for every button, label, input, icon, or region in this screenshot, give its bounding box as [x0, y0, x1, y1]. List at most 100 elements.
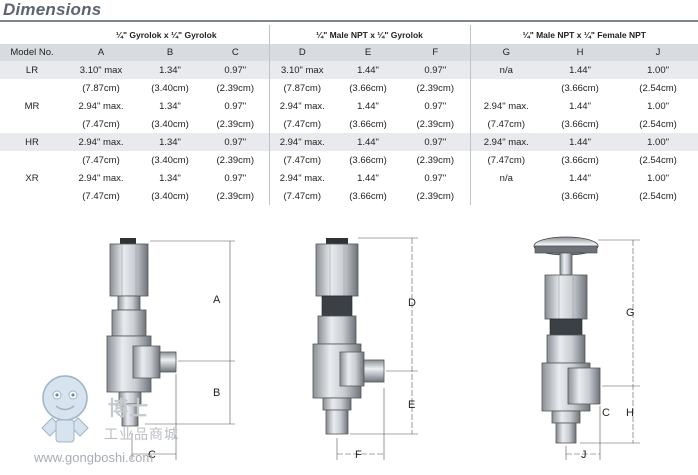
table-cell: 1.00" [647, 172, 669, 184]
table-cell: 3.10" max [64, 61, 138, 79]
model-cell: MR [24, 100, 40, 112]
table-cell: 2.94" max. [64, 133, 138, 151]
table-cell: (2.39cm) [216, 190, 254, 202]
column-header: F [401, 44, 471, 61]
group-header-male-npt-female-npt: ¼" Male NPT x ¼" Female NPT [469, 25, 698, 44]
table-cell: (3.66cm) [561, 154, 599, 166]
model-cell [0, 79, 64, 97]
model-cell: HR [0, 133, 64, 151]
column-header: D [268, 44, 335, 61]
section-title: Dimensions [3, 0, 102, 19]
column-header: C [202, 44, 269, 61]
table-cell: 2.94" max. [268, 169, 335, 187]
table-cell: (7.47cm) [268, 151, 335, 169]
table-cell: n/a [469, 61, 543, 79]
table-cell: 1.00" [647, 100, 669, 112]
table-cell: (2.39cm) [416, 154, 454, 166]
table-cell: (3.66cm) [349, 82, 387, 94]
dim-label-j: J [581, 449, 587, 461]
group-header-blank [0, 25, 64, 44]
model-cell [0, 115, 64, 133]
group-header-gyrolok-gyrolok: ¼" Gyrolok x ¼" Gyrolok [115, 29, 217, 40]
table-cell: 0.97" [202, 61, 269, 79]
table-cell: (2.54cm) [639, 190, 677, 202]
table-cell: (2.54cm) [639, 82, 677, 94]
table-cell: 1.34" [138, 133, 202, 151]
table-cell: 1.44" [335, 133, 401, 151]
table-cell: (3.66cm) [349, 154, 387, 166]
table-row: MR 2.94" max. 1.34" 0.97" 2.94" max. 1.44" 0.9… [0, 97, 698, 115]
column-header: G [469, 44, 543, 61]
table-cell: 1.34" [159, 100, 181, 112]
dim-label-h: H [626, 407, 634, 419]
dim-label-b: B [213, 387, 220, 399]
table-cell: 1.44" [542, 133, 619, 151]
model-cell: XR [25, 172, 39, 184]
watermark-text-cn: 工业品商城 [104, 426, 179, 442]
table-cell: 2.94" max. [268, 97, 335, 115]
table-cell: 1.44" [357, 100, 379, 112]
table-cell: (7.47cm) [82, 118, 120, 130]
table-cell: (3.40cm) [151, 82, 189, 94]
table-cell: (2.39cm) [416, 82, 454, 94]
table-cell: 1.44" [357, 172, 379, 184]
model-cell [0, 187, 64, 205]
table-cell: (3.66cm) [349, 118, 387, 130]
model-cell [0, 151, 64, 169]
table-cell: 0.97" [401, 61, 471, 79]
dim-label-e: E [408, 399, 415, 411]
table-cell: (2.54cm) [639, 154, 677, 166]
column-header: J [618, 44, 698, 61]
table-cell: (7.47cm) [469, 151, 543, 169]
table-cell: 1.44" [569, 100, 591, 112]
table-cell: 1.00" [618, 61, 698, 79]
column-header: Model No. [0, 44, 64, 61]
table-cell: 2.94" max. [268, 133, 335, 151]
table-cell: (3.40cm) [151, 190, 189, 202]
table-cell: 2.94" max. [78, 100, 124, 112]
column-header: H [542, 44, 619, 61]
table-cell: (7.47cm) [469, 115, 543, 133]
table-cell: (3.66cm) [561, 82, 599, 94]
table-cell: 1.44" [335, 61, 401, 79]
table-cell: (7.87cm) [268, 79, 335, 97]
table-cell: (2.54cm) [639, 118, 677, 130]
dim-label-d: D [408, 297, 416, 309]
group-header-male-npt-gyrolok: ¼" Male NPT x ¼" Gyrolok [268, 25, 471, 44]
table-cell: 0.97" [202, 133, 269, 151]
dim-label-f: F [355, 449, 362, 461]
watermark-logo-text: 博士 [108, 398, 148, 420]
valve-drawing-2: D E F [312, 237, 418, 461]
table-cell: (2.39cm) [216, 154, 254, 166]
table-row: (7.47cm)(3.40cm)(2.39cm)(7.47cm)(3.66cm)… [0, 151, 698, 169]
table-cell: 1.34" [138, 61, 202, 79]
valve-drawings: A B C D E F [106, 236, 640, 461]
table-cell: 0.97" [224, 172, 247, 184]
model-cell: LR [0, 61, 64, 79]
table-cell: 0.97" [424, 100, 447, 112]
table-cell: 1.34" [159, 172, 181, 184]
dim-label-c: C [148, 449, 156, 461]
table-cell: 0.97" [401, 133, 471, 151]
table-cell: (3.40cm) [151, 118, 189, 130]
table-cell: 1.44" [542, 61, 619, 79]
column-header: A [64, 44, 138, 61]
table-cell: (2.39cm) [416, 190, 454, 202]
table-cell [469, 79, 543, 97]
watermark-mascot-icon [41, 375, 89, 443]
dim-label-c2: C [602, 407, 610, 419]
table-cell: 1.00" [618, 133, 698, 151]
column-header: E [335, 44, 401, 61]
table-cell: 0.97" [224, 100, 247, 112]
table-cell: (7.47cm) [268, 115, 335, 133]
dimensions-table: ¼" Gyrolok x ¼" Gyrolok ¼" Male NPT x ¼"… [0, 25, 698, 205]
valve-drawing-3: G C H J [533, 236, 640, 461]
table-cell: (3.66cm) [561, 118, 599, 130]
table-cell: (7.47cm) [268, 187, 335, 205]
table-cell: n/a [469, 169, 543, 187]
table-cell: 0.97" [424, 172, 447, 184]
table-cell: (3.66cm) [561, 190, 599, 202]
